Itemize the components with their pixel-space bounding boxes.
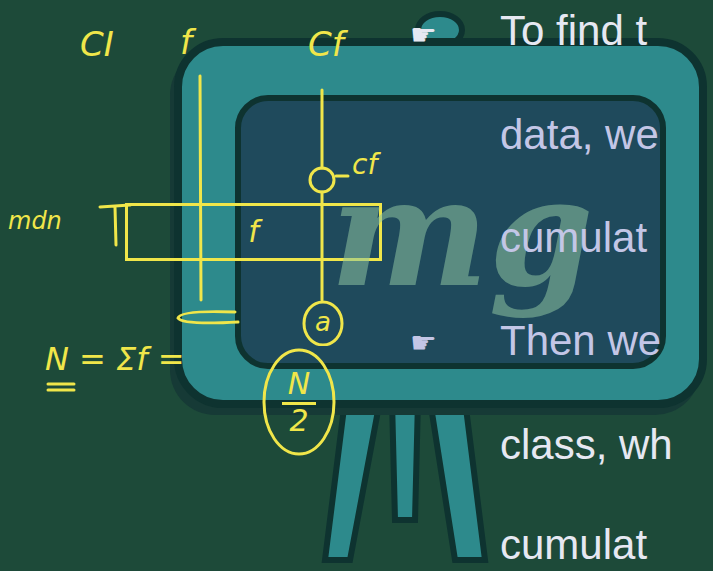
- slide-text: Then we: [500, 318, 661, 364]
- board-frame: [178, 42, 703, 404]
- handwritten-formula: N = Σf =: [45, 342, 185, 377]
- board-shadow: [170, 50, 700, 415]
- bullet-symbol: ☛: [410, 18, 437, 51]
- slide-text: To find t: [500, 8, 647, 54]
- board-legs: [325, 400, 485, 560]
- column-heading: Cf: [308, 26, 344, 63]
- handwritten-note: mdn: [8, 208, 62, 234]
- board-surface: [238, 98, 663, 366]
- c-stroke: [178, 312, 238, 323]
- column-line: [200, 76, 201, 300]
- underline: [48, 384, 74, 390]
- column-heading: f: [180, 24, 192, 61]
- column-line: [321, 90, 324, 300]
- node-text: f: [248, 216, 259, 248]
- circled-fraction: N2: [262, 348, 336, 456]
- fraction-denominator: 2: [289, 405, 308, 437]
- slide-text: class, wh: [500, 422, 673, 468]
- slide-text: cumulat: [500, 522, 647, 568]
- bullet-symbol: ☛: [410, 326, 437, 359]
- fraction-numerator: N: [282, 368, 316, 405]
- slide-text: cumulat: [500, 215, 647, 261]
- slide-text: data, we: [500, 112, 659, 158]
- node-text: a: [315, 309, 331, 336]
- column-heading: CI: [80, 26, 114, 63]
